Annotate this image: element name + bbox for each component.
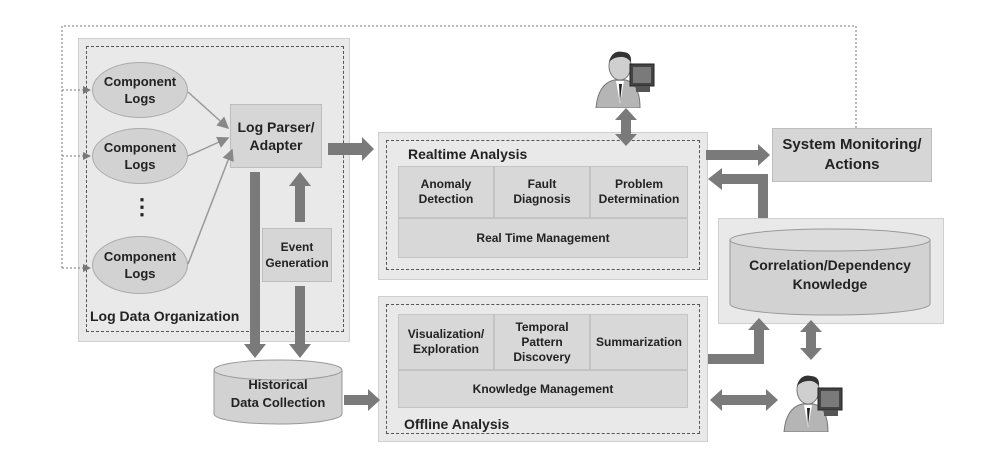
offline-analysis-title: Offline Analysis xyxy=(404,416,510,432)
log-parser-adapter: Log Parser/ Adapter xyxy=(230,104,322,168)
summarization-cell: Summarization xyxy=(590,314,688,370)
component-logs-3: Component Logs xyxy=(92,236,188,294)
offline-analysis-border xyxy=(386,304,700,434)
correlation-dependency-knowledge-label: Correlation/Dependency Knowledge xyxy=(749,257,911,292)
user-at-computer-icon xyxy=(783,375,843,432)
visualization-exploration-cell: Visualization/ Exploration xyxy=(398,314,494,370)
temporal-pattern-discovery-cell: Temporal Pattern Discovery xyxy=(494,314,590,370)
problem-determination-cell: Problem Determination xyxy=(590,166,688,218)
realtime-analysis-border xyxy=(386,140,700,270)
component-logs-1: Component Logs xyxy=(92,62,188,118)
anomaly-detection-cell: Anomaly Detection xyxy=(398,166,494,218)
fault-diagnosis-cell: Fault Diagnosis xyxy=(494,166,590,218)
event-generation: Event Generation xyxy=(262,228,332,282)
user-at-computer-icon xyxy=(595,51,655,108)
real-time-management-cell: Real Time Management xyxy=(398,218,688,258)
log-data-organization-label: Log Data Organization xyxy=(90,308,240,324)
component-logs-ellipsis: ⋮ xyxy=(131,194,153,219)
knowledge-management-cell: Knowledge Management xyxy=(398,370,688,408)
log-data-organization-border xyxy=(86,46,344,332)
system-monitoring-actions: System Monitoring/ Actions xyxy=(772,128,932,182)
component-logs-2: Component Logs xyxy=(92,128,188,184)
realtime-analysis-title: Realtime Analysis xyxy=(408,146,528,162)
historical-data-label: Historical Data Collection xyxy=(230,377,326,410)
